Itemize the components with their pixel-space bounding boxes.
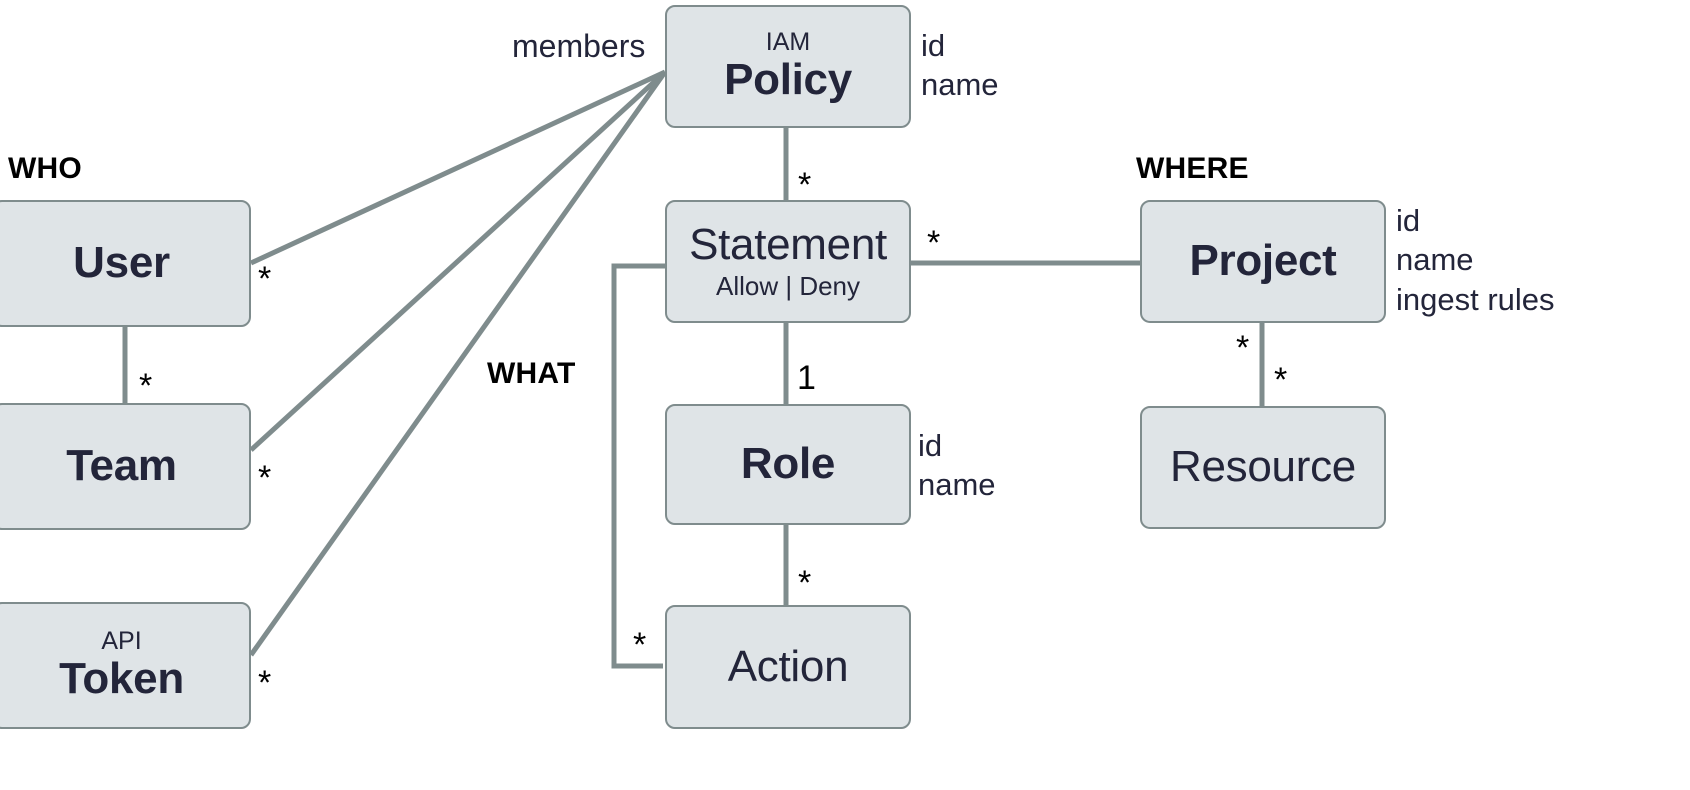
multiplicity-statement-role: 1	[797, 359, 816, 397]
node-action[interactable]: Action	[665, 605, 911, 729]
node-kicker: API	[101, 626, 142, 655]
node-role[interactable]: Role	[665, 404, 911, 525]
node-kicker: IAM	[765, 27, 811, 56]
multiplicity-statement-action: *	[633, 626, 647, 664]
multiplicity-policy-statement: *	[798, 166, 812, 204]
group-label-who: WHO	[8, 152, 82, 185]
node-iam-policy[interactable]: IAM Policy	[665, 5, 911, 128]
node-title: Action	[727, 641, 849, 691]
node-resource[interactable]: Resource	[1140, 406, 1386, 529]
node-title: Statement	[689, 220, 887, 270]
node-title: Team	[66, 441, 177, 491]
edge-team-policy	[249, 70, 667, 452]
node-title: User	[73, 238, 170, 288]
node-subtitle: Allow | Deny	[715, 271, 861, 302]
attributes-project: id name ingest rules	[1396, 203, 1555, 317]
group-label-where: WHERE	[1136, 152, 1249, 185]
node-project[interactable]: Project	[1140, 200, 1386, 323]
multiplicity-project-resource-a: *	[1236, 329, 1250, 367]
node-title: Role	[740, 439, 836, 489]
group-label-what: WHAT	[487, 357, 576, 390]
node-title: Policy	[724, 55, 852, 105]
multiplicity-team-policy: *	[258, 459, 272, 497]
node-user[interactable]: User	[0, 200, 251, 327]
edge-user-policy	[249, 69, 667, 266]
node-api-token[interactable]: API Token	[0, 602, 251, 729]
node-team[interactable]: Team	[0, 403, 251, 530]
attributes-policy: id name	[921, 28, 999, 103]
multiplicity-role-action: *	[798, 564, 812, 602]
multiplicity-statement-project: *	[927, 224, 941, 262]
node-title: Project	[1189, 236, 1337, 286]
multiplicity-apitoken-policy: *	[258, 664, 272, 702]
edge-apitoken-policy	[248, 70, 668, 657]
multiplicity-user-team: *	[139, 367, 153, 405]
node-title: Resource	[1170, 442, 1356, 492]
node-title: Token	[59, 654, 184, 704]
node-statement[interactable]: Statement Allow | Deny	[665, 200, 911, 323]
attributes-role: id name	[918, 428, 996, 503]
edge-label-members: members	[512, 28, 646, 64]
edge-statement-action	[611, 263, 667, 669]
multiplicity-project-resource-b: *	[1274, 361, 1288, 399]
multiplicity-user-policy: *	[258, 260, 272, 298]
